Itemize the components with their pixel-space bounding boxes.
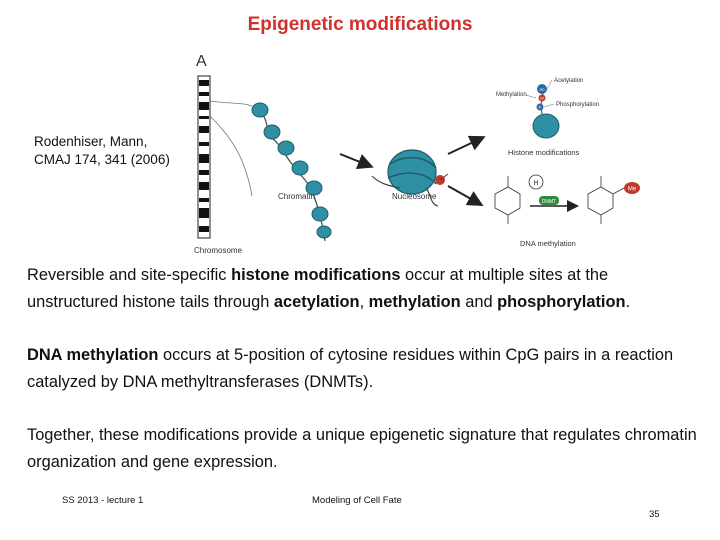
slide-title: Epigenetic modifications (247, 14, 473, 35)
label-nucleosome: Nucleosome (392, 192, 437, 201)
footer-lecture: SS 2013 - lecture 1 (62, 495, 144, 506)
svg-text:M: M (540, 96, 543, 101)
chromatin-chain (251, 102, 332, 242)
epigenetics-figure: A Chromosome Chromatin (194, 53, 640, 255)
page-number: 35 (649, 509, 660, 520)
label-methylation: Methylation (496, 92, 527, 98)
dnmt-badge (539, 196, 559, 205)
svg-text:P: P (539, 105, 542, 110)
citation-line-1: Rodenhiser, Mann, (34, 134, 148, 149)
paragraph-summary: Together, these modifications provide a … (27, 426, 697, 471)
svg-text:H: H (533, 180, 538, 187)
chromosome-diagram (197, 75, 253, 239)
paragraph-dna-methylation: DNA methylation occurs at 5-position of … (27, 346, 674, 391)
methyl-group-badge (624, 182, 640, 194)
paragraph-histone: Reversible and site-specific histone mod… (27, 266, 631, 311)
citation: Rodenhiser, Mann, CMAJ 174, 341 (2006) (34, 133, 170, 169)
svg-text:DNMT: DNMT (542, 199, 556, 205)
label-phosphorylation: Phosphorylation (556, 102, 599, 108)
label-chromosome: Chromosome (194, 246, 243, 255)
dna-methylation-diagram (494, 176, 625, 224)
svg-text:Ac: Ac (539, 87, 545, 92)
label-acetylation: Acetylation (554, 78, 583, 84)
panel-label: A (196, 53, 207, 70)
svg-text:Me: Me (628, 187, 637, 193)
footer-course: Modeling of Cell Fate (312, 495, 402, 506)
citation-line-2: CMAJ 174, 341 (2006) (34, 152, 170, 167)
label-dna-methylation: DNA methylation (520, 239, 576, 248)
label-histone-modifications: Histone modifications (508, 148, 580, 157)
label-chromatin: Chromatin (278, 192, 315, 201)
histone-modification-diagram: Ac M P (525, 79, 560, 139)
nucleosome-diagram (371, 149, 449, 207)
